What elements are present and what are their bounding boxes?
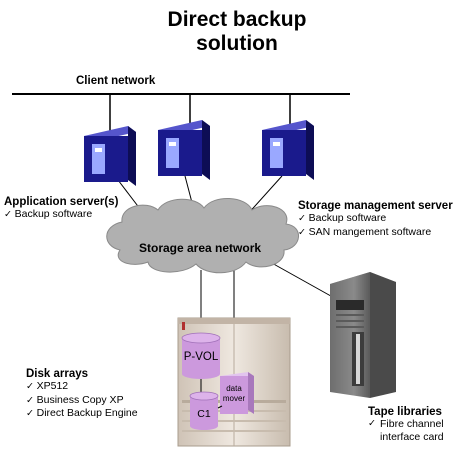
storage-management-list: Backup software SAN mangement software xyxy=(298,212,453,239)
data-mover-label-line2: mover xyxy=(223,394,246,403)
tape-libraries-item-wrap: ✓ Fibre channel interface card xyxy=(368,418,470,444)
tape-libraries-block: Tape libraries ✓ Fibre channel interface… xyxy=(368,406,470,444)
diagram-title-line1: Direct backup xyxy=(167,8,307,31)
c1-volume xyxy=(189,391,219,430)
data-mover-box xyxy=(220,372,254,414)
storage-management-server xyxy=(262,120,314,180)
client-network-label: Client network xyxy=(76,75,156,87)
disk-arrays-block: Disk arrays XP512 Business Copy XP Direc… xyxy=(26,368,138,421)
c1-label: C1 xyxy=(197,408,211,420)
pvol-volume xyxy=(181,332,221,379)
datamover-c1-link xyxy=(217,405,223,409)
diagram-title-line2: solution xyxy=(196,32,278,55)
storage-management-block: Storage management server Backup softwar… xyxy=(298,200,453,239)
storage-management-item: Backup software xyxy=(298,212,453,226)
tape-library xyxy=(330,272,396,398)
application-server-2 xyxy=(158,120,210,180)
data-mover-label-line1: data xyxy=(226,384,242,393)
storage-management-title: Storage management server xyxy=(298,200,453,212)
application-servers-title: Application server(s) xyxy=(4,196,119,208)
application-server-1 xyxy=(84,126,136,186)
storage-management-item: SAN mangement software xyxy=(298,226,453,240)
san-label: Storage area network xyxy=(139,241,262,255)
disk-arrays-title: Disk arrays xyxy=(26,368,89,380)
disk-arrays-item: Business Copy XP xyxy=(26,394,138,408)
disk-arrays-item: Direct Backup Engine xyxy=(26,407,138,421)
tape-libraries-item: Fibre channel interface card xyxy=(380,418,444,443)
pvol-label: P-VOL xyxy=(184,351,219,363)
tape-libraries-title: Tape libraries xyxy=(368,406,442,418)
application-servers-block: Application server(s) Backup software xyxy=(4,196,118,222)
application-servers-item: Backup software xyxy=(4,208,118,222)
application-servers-list: Backup software xyxy=(4,208,118,222)
check-icon: ✓ xyxy=(368,418,376,429)
disk-arrays-item: XP512 xyxy=(26,380,138,394)
san-tape-link xyxy=(269,261,339,301)
disk-arrays-list: XP512 Business Copy XP Direct Backup Eng… xyxy=(26,380,138,421)
san-cloud xyxy=(106,197,299,274)
